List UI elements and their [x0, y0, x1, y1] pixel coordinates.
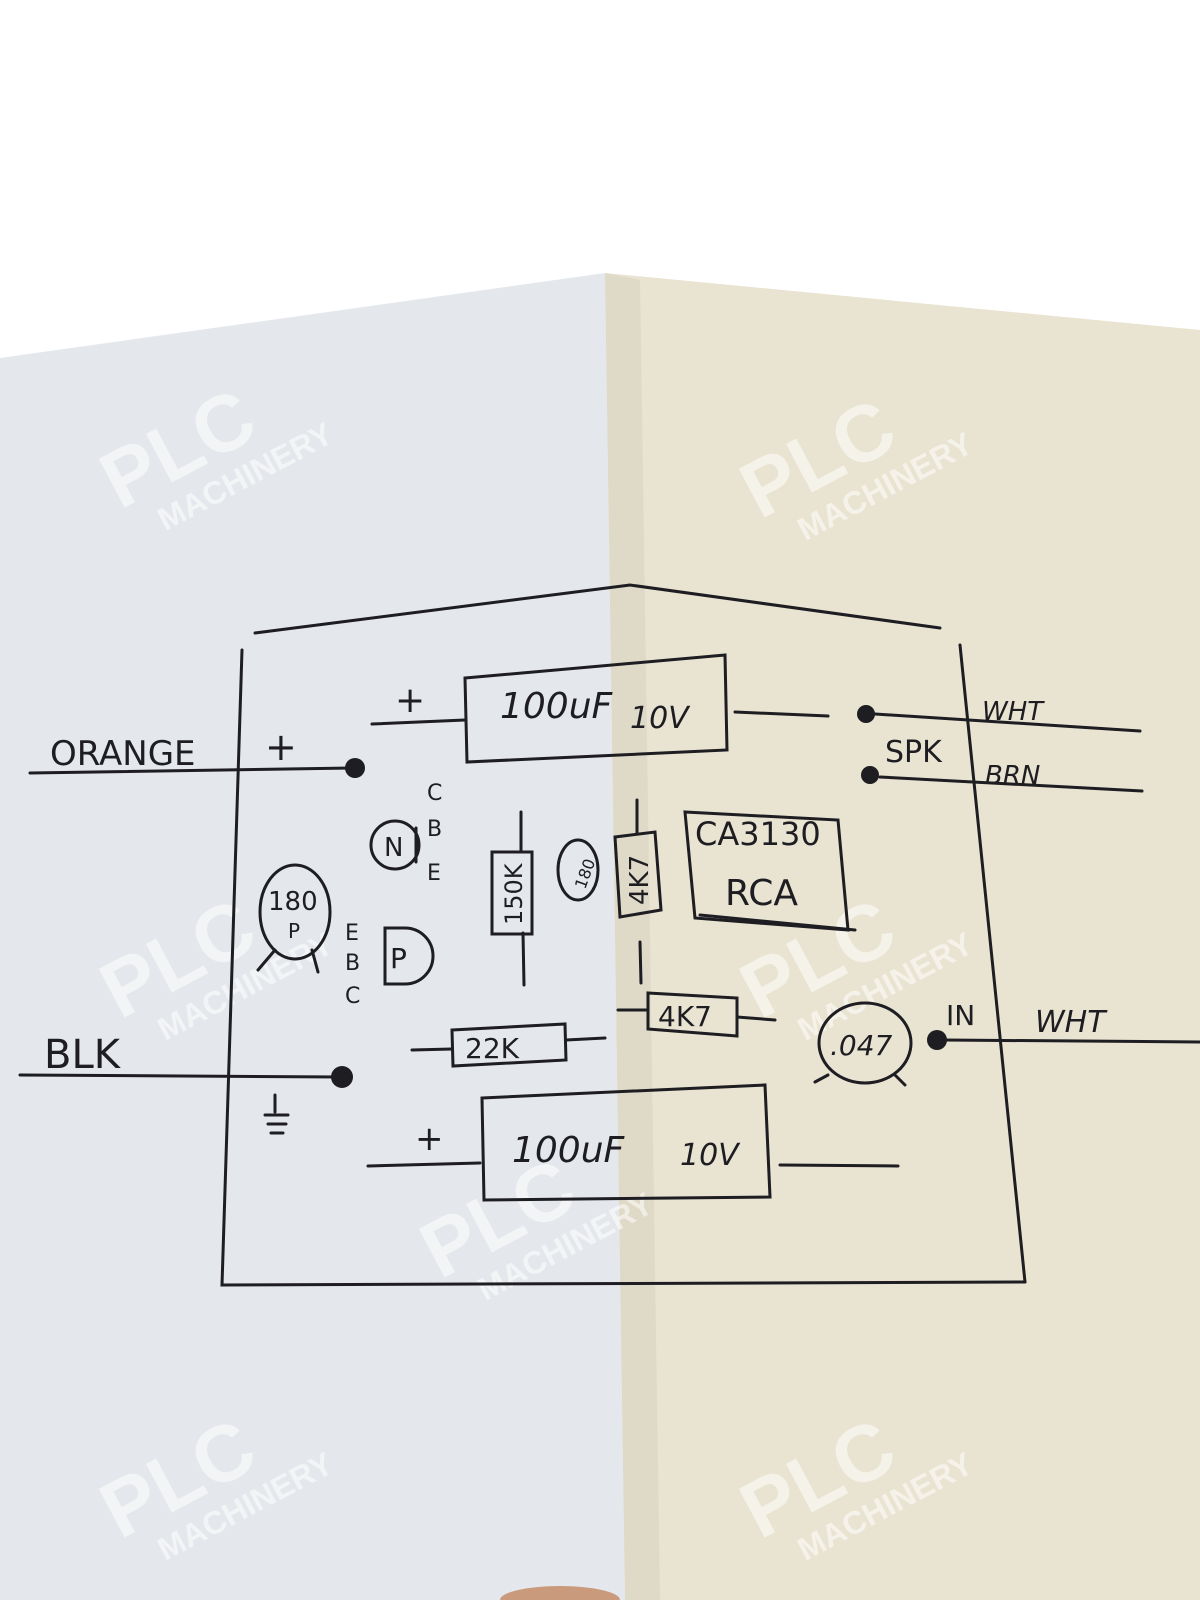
- paper-right-panel: [605, 273, 1200, 1600]
- orange-label: ORANGE: [50, 734, 196, 774]
- pin-label: C: [427, 781, 442, 806]
- blk-label: BLK: [44, 1032, 122, 1078]
- cap-047-label: .047: [830, 1029, 893, 1062]
- paper-fold: [605, 273, 660, 1600]
- pin-label: B: [427, 817, 442, 842]
- ic-part-label: CA3130: [695, 815, 821, 853]
- transistor-p: P E B C: [345, 921, 435, 1009]
- terminal-plus: [345, 758, 365, 778]
- capacitor-bottom: + 100uF 10V: [366, 1083, 900, 1202]
- cap-bottom-plus: +: [415, 1119, 444, 1159]
- in-label: IN: [946, 999, 975, 1032]
- pin-label: B: [345, 951, 360, 976]
- brn-wire: [878, 775, 1144, 793]
- spk-label: SPK: [885, 735, 943, 770]
- capacitor-top: + 100uF 10V: [370, 653, 830, 764]
- pin-label: E: [345, 921, 359, 946]
- plus-rail-symbol: +: [265, 725, 297, 769]
- resistor-4k7-horizontal-label: 4K7: [658, 1000, 712, 1033]
- capacitor-047: .047: [813, 1001, 913, 1087]
- resistor-4k7-horizontal: 4K7: [616, 991, 777, 1038]
- wht-in-label: WHT: [1035, 1005, 1108, 1040]
- transistor-n-label: N: [384, 833, 403, 863]
- terminal-spk-brn: [861, 766, 879, 784]
- finger: [500, 1586, 620, 1600]
- wht-in-wire: [943, 1038, 1200, 1044]
- brn-label: BRN: [985, 761, 1040, 791]
- terminal-spk-wht: [857, 705, 875, 723]
- wht-spk-wire: [873, 712, 1142, 733]
- resistor-150k-label: 150K: [500, 862, 528, 925]
- cap-top-plus: +: [395, 680, 425, 721]
- cap-top-value: 100uF: [500, 686, 614, 727]
- transistor-p-label: P: [390, 942, 407, 975]
- wht-spk-label: WHT: [982, 697, 1045, 727]
- resistor-150k: 150K: [490, 810, 534, 987]
- terminal-in: [927, 1030, 947, 1050]
- pin-label: E: [427, 861, 441, 886]
- cap-180p-value: 180: [268, 887, 318, 917]
- cap-180p-unit: P: [288, 919, 300, 943]
- resistor-22k-label: 22K: [465, 1032, 520, 1065]
- orange-wire: [28, 766, 354, 775]
- pin-label: C: [345, 984, 360, 1009]
- ic-ca3130: CA3130 RCA: [683, 810, 857, 932]
- board-outline: [220, 583, 1027, 1287]
- cap-bottom-value: 100uF: [512, 1130, 626, 1171]
- resistor-4k7-vertical-label: 4K7: [625, 855, 655, 905]
- cap-bottom-voltage: 10V: [680, 1138, 741, 1173]
- transistor-n: N C B E: [369, 781, 442, 886]
- ground-icon: [263, 1093, 290, 1135]
- ic-maker-label: RCA: [725, 873, 798, 914]
- capacitor-180p: 180 P: [256, 863, 332, 974]
- cap-top-voltage: 10V: [630, 701, 691, 736]
- resistor-4k7-vertical: 4K7: [613, 798, 663, 985]
- resistor-22k: 22K: [410, 1022, 607, 1068]
- terminal-ground: [331, 1066, 353, 1088]
- blk-wire: [18, 1073, 342, 1079]
